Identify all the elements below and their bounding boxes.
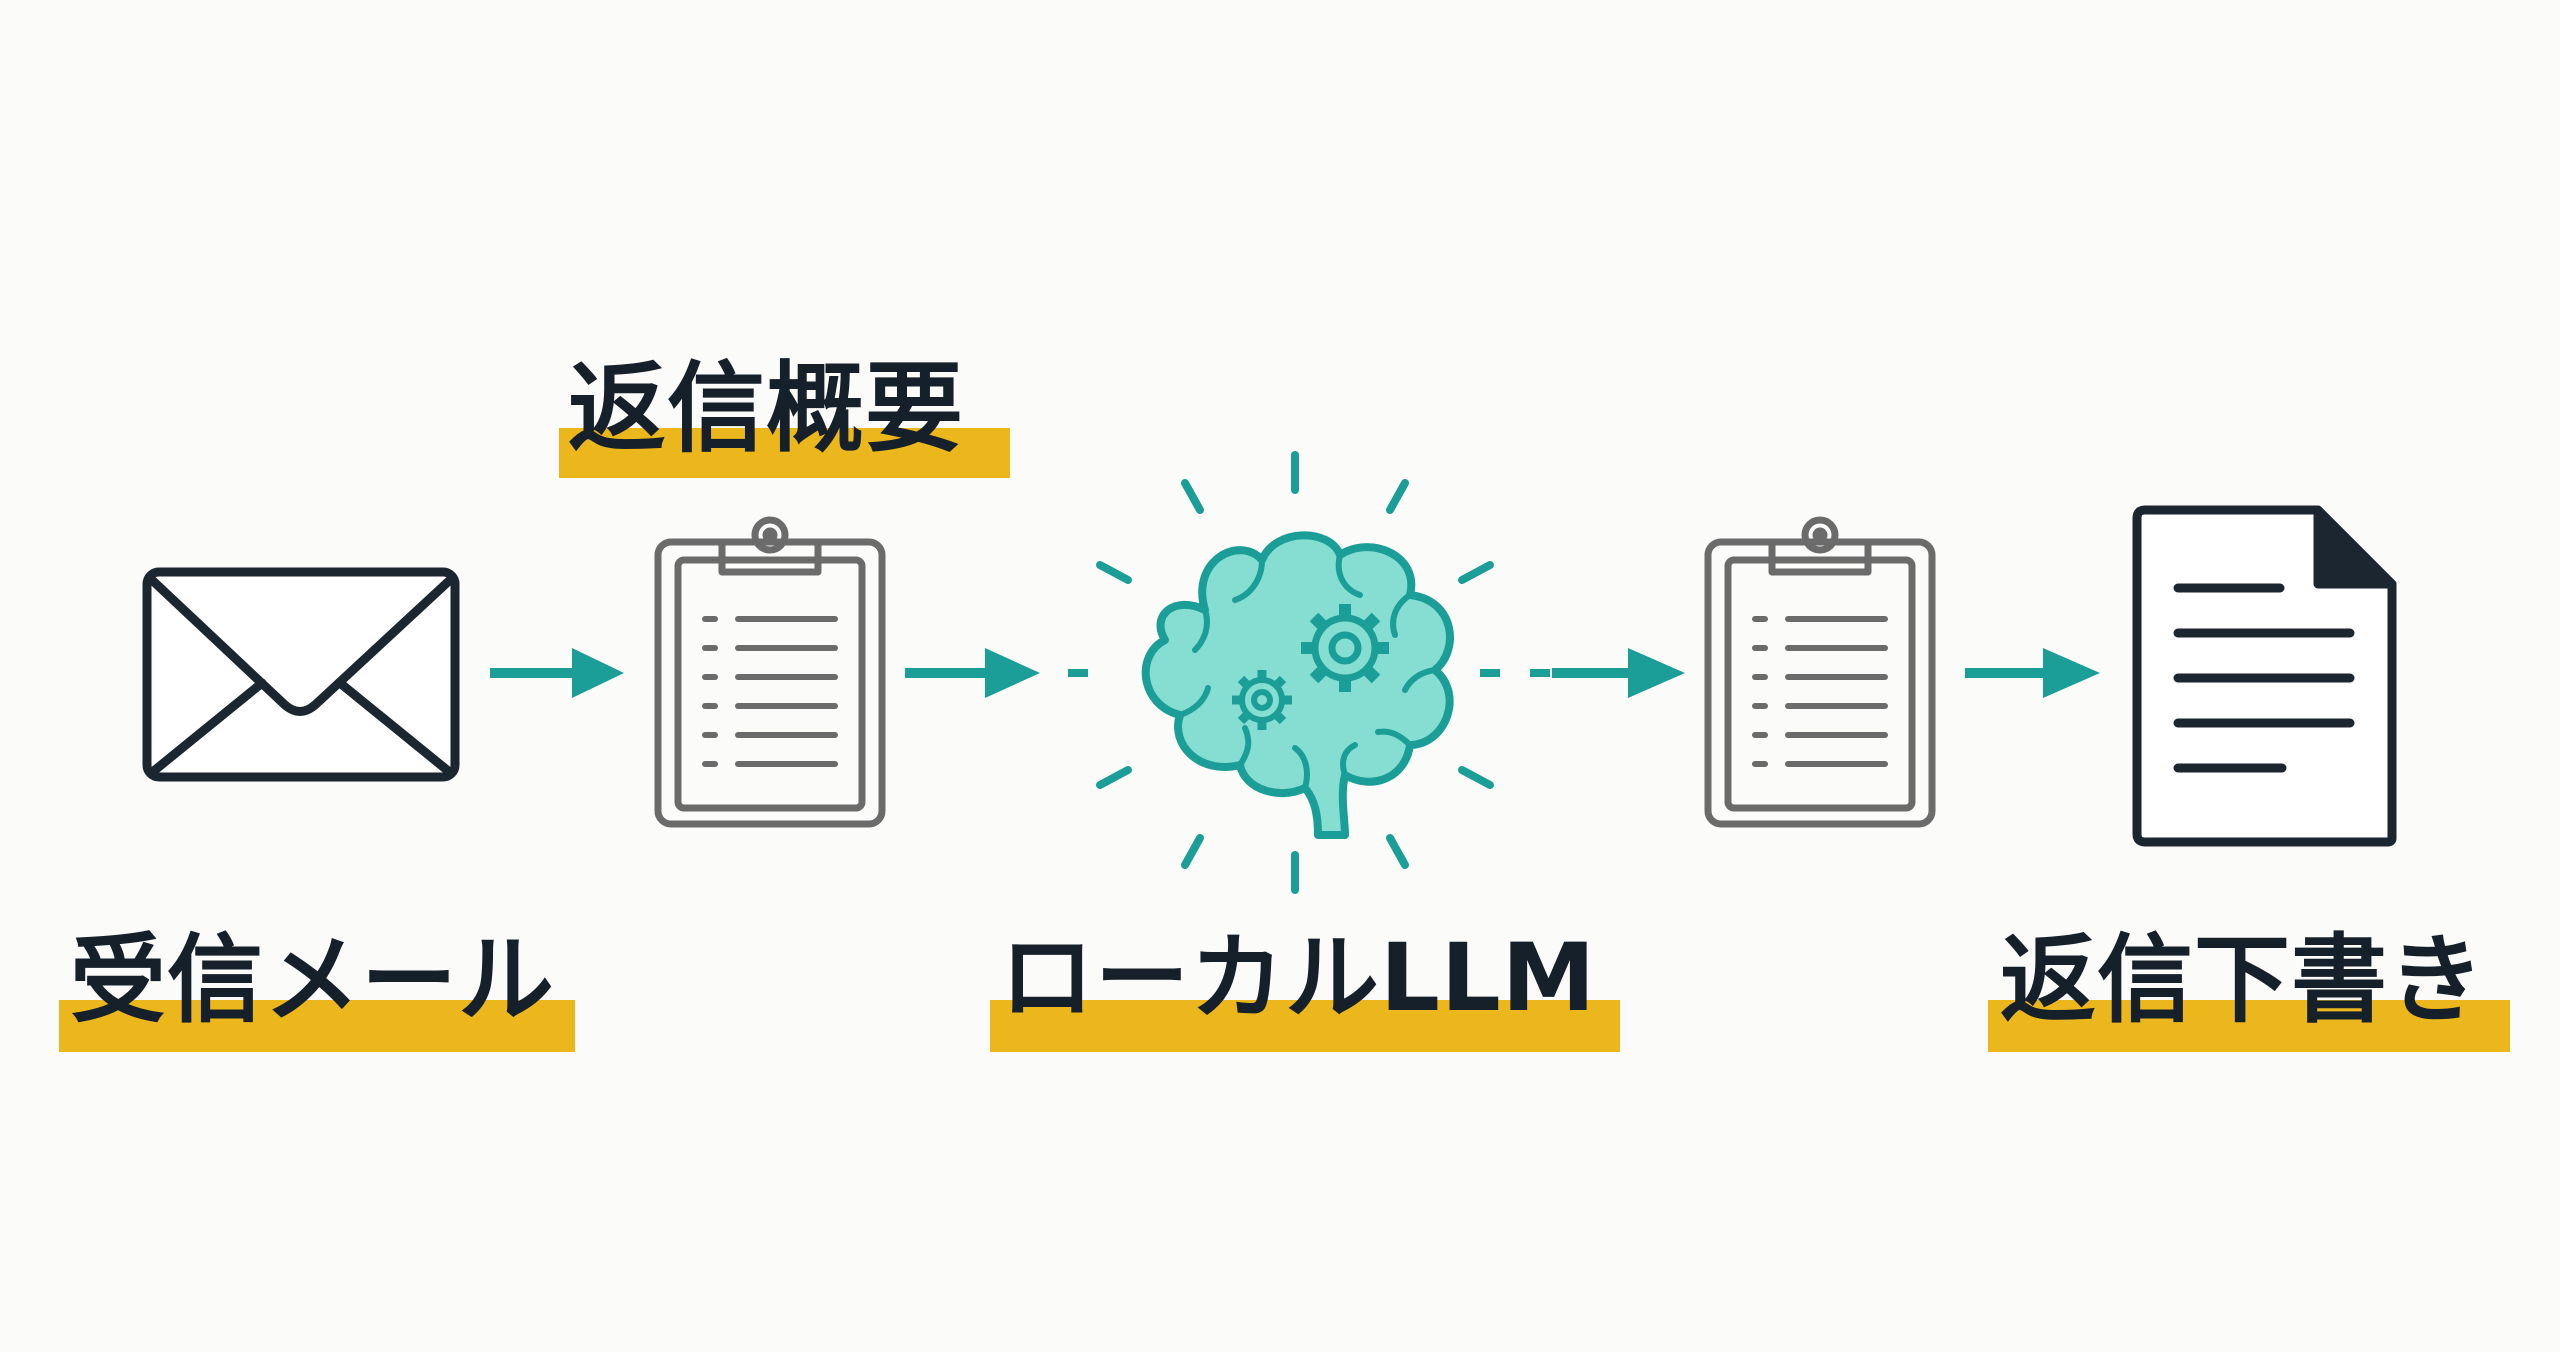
clipboard-icon-1 [654, 516, 886, 828]
label-highlight-local-llm [990, 1000, 1620, 1052]
arrow-2 [905, 648, 1040, 698]
label-highlight-reply-draft [1988, 1000, 2510, 1052]
arrow-1 [490, 648, 624, 698]
envelope-icon [142, 567, 460, 782]
label-received-mail: 受信メール [70, 924, 555, 1036]
brain-gears-icon [1096, 451, 1494, 894]
label-highlight-received-mail [59, 1000, 575, 1052]
clipboard-icon-2 [1704, 516, 1936, 828]
label-reply-summary: 返信概要 [568, 352, 965, 466]
arrow-3 [1552, 648, 1685, 698]
label-local-llm: ローカルLLM [1000, 924, 1597, 1033]
arrow-4 [1965, 648, 2100, 698]
label-highlight-reply-summary [559, 428, 1010, 478]
label-reply-draft: 返信下書き [2000, 924, 2485, 1036]
document-icon [2132, 505, 2397, 847]
